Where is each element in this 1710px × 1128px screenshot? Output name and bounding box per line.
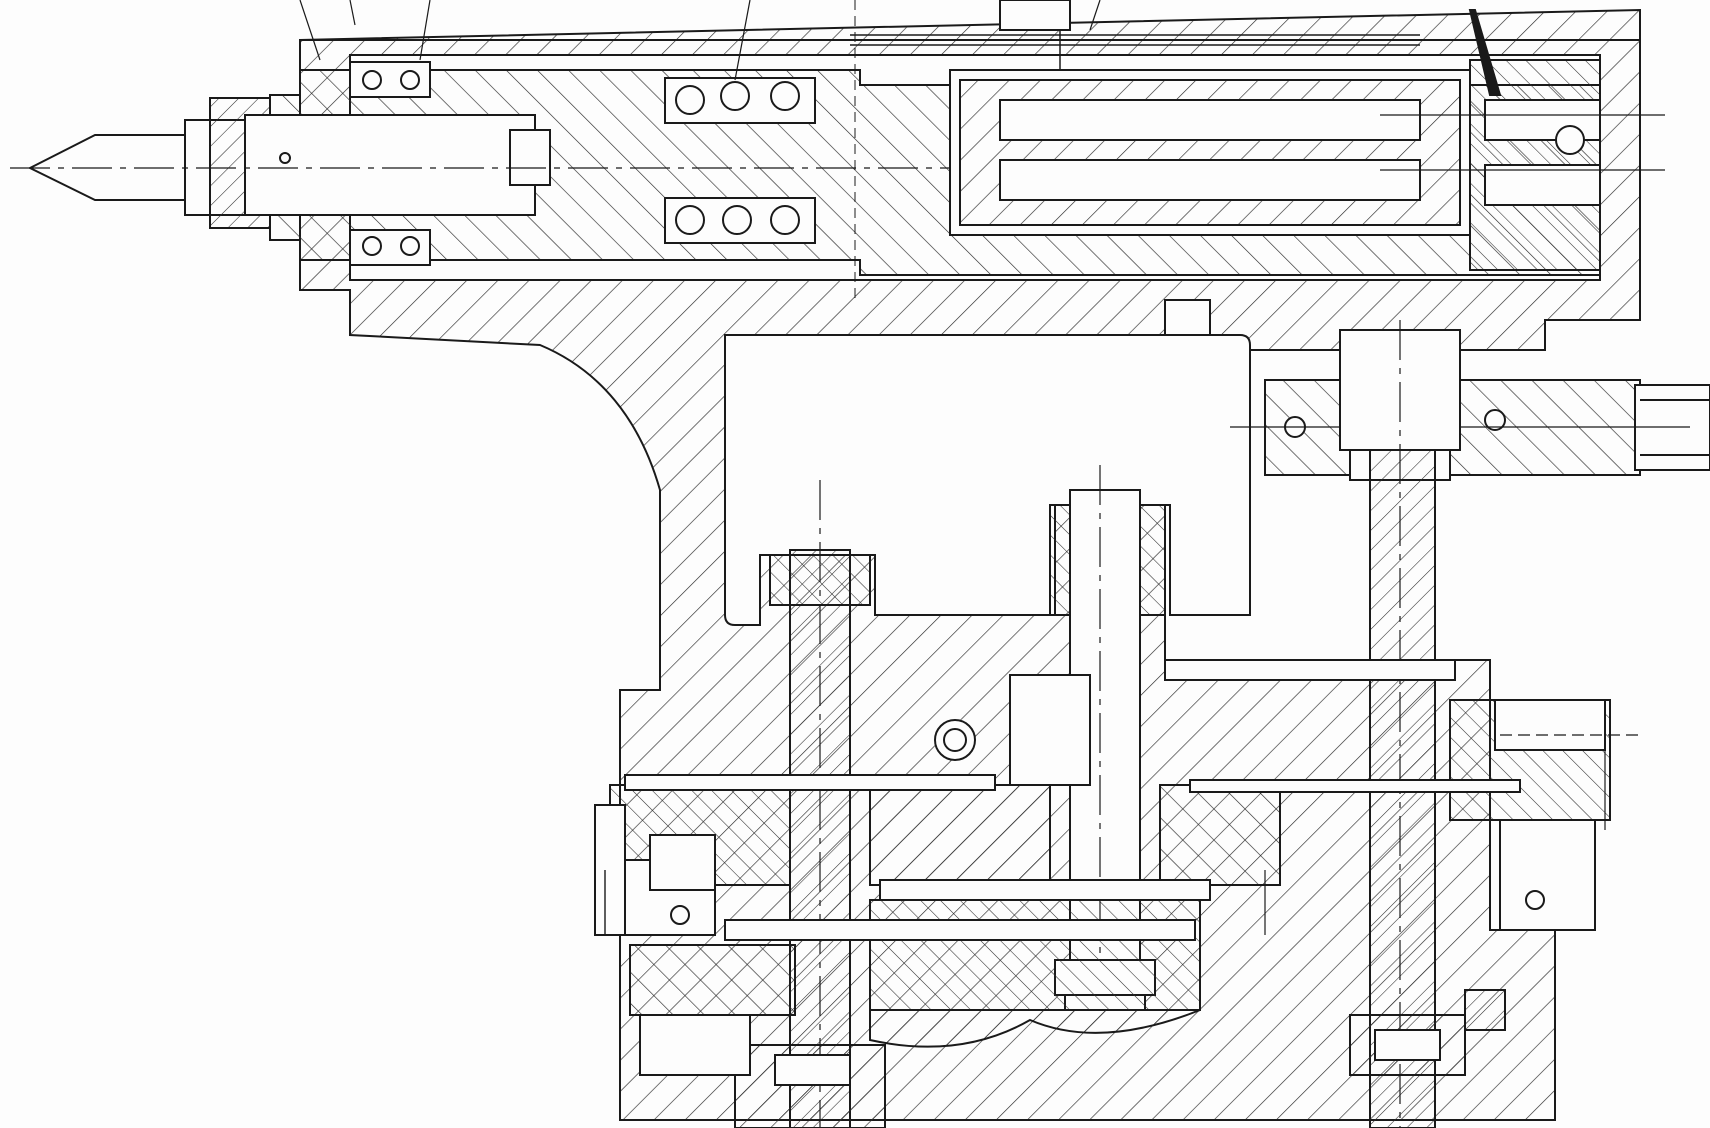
spindle-bearings [349, 61, 816, 266]
rear-end-cap [1380, 9, 1665, 271]
left-base-flange [594, 804, 626, 936]
top-edge-lines [300, 0, 1640, 300]
right-detent-assembly [1449, 699, 1640, 1031]
live-center [10, 97, 950, 229]
left-detent-assembly [599, 784, 796, 1076]
left-vertical-shaft [734, 480, 886, 1128]
right-vertical-shaft [1339, 320, 1466, 1128]
leader-lines [299, 0, 1606, 935]
gear-blocks [869, 674, 1281, 1048]
spindle-shaft [269, 69, 1601, 276]
horizontal-slots [624, 659, 1521, 941]
cross-shaft [1230, 334, 1710, 481]
